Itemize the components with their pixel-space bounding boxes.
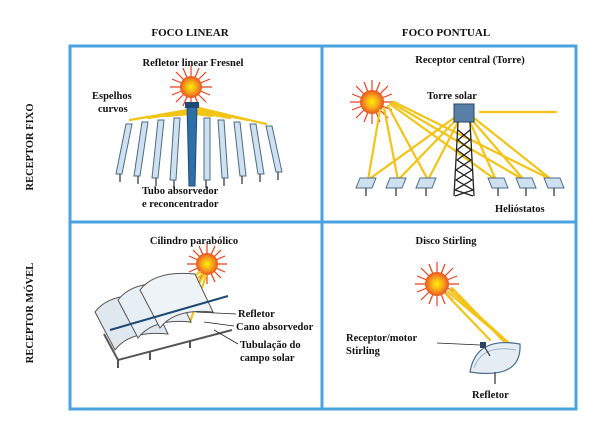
panel-fresnel: Refletor linear Fresnel bbox=[92, 58, 283, 210]
label-field-piping: Tubulação do bbox=[240, 340, 301, 351]
label-mirrors: Espelhos bbox=[92, 91, 132, 102]
grid-frame bbox=[68, 44, 578, 411]
panel-title-dish: Disco Stirling bbox=[416, 236, 478, 247]
column-heading-point: FOCO PONTUAL bbox=[402, 27, 490, 39]
heliostats bbox=[355, 177, 565, 196]
label-absorber-tube: Tubo absorvedor bbox=[142, 186, 219, 197]
curved-mirrors bbox=[115, 117, 283, 188]
sun-icon bbox=[350, 80, 394, 124]
column-heading-linear: FOCO LINEAR bbox=[151, 27, 229, 39]
parabolic-troughs bbox=[94, 272, 233, 368]
sun-icon bbox=[170, 66, 212, 108]
label-absorber-pipe: Cano absorvedor bbox=[236, 322, 314, 333]
sun-icon bbox=[187, 244, 227, 284]
row-heading-fixed: RECEPTOR FIXO bbox=[25, 103, 36, 190]
leader-lines bbox=[436, 342, 481, 346]
stirling-dish bbox=[469, 342, 521, 384]
solar-tower bbox=[453, 103, 475, 197]
panel-title-fresnel: Refletor linear Fresnel bbox=[143, 58, 244, 69]
label-solar-tower: Torre solar bbox=[427, 91, 477, 102]
panel-title-trough: Cilindro parabólico bbox=[150, 236, 238, 247]
label-reflector-dish: Refletor bbox=[472, 390, 509, 401]
panel-tower: Receptor central (Torre) bbox=[350, 55, 565, 215]
light-rays bbox=[128, 106, 268, 126]
row-heading-mobile: RECEPTOR MÓVEL bbox=[24, 263, 36, 363]
panel-trough: Cilindro parabólico bbox=[94, 236, 314, 368]
label-receiver-engine: Receptor/motor bbox=[346, 333, 417, 344]
leader-lines bbox=[195, 311, 239, 345]
panel-title-tower: Receptor central (Torre) bbox=[415, 55, 525, 66]
absorber-tube bbox=[185, 102, 199, 187]
light-rays bbox=[366, 100, 558, 182]
label-receiver-engine-2: Stirling bbox=[346, 346, 381, 357]
label-heliostats: Helióstatos bbox=[495, 204, 545, 215]
label-mirrors-2: curvos bbox=[98, 104, 128, 115]
panel-dish: Disco Stirling bbox=[346, 236, 521, 401]
label-reflector-trough: Refletor bbox=[238, 309, 275, 320]
label-absorber-tube-2: e reconcentrador bbox=[142, 199, 219, 210]
label-field-piping-2: campo solar bbox=[240, 353, 295, 364]
